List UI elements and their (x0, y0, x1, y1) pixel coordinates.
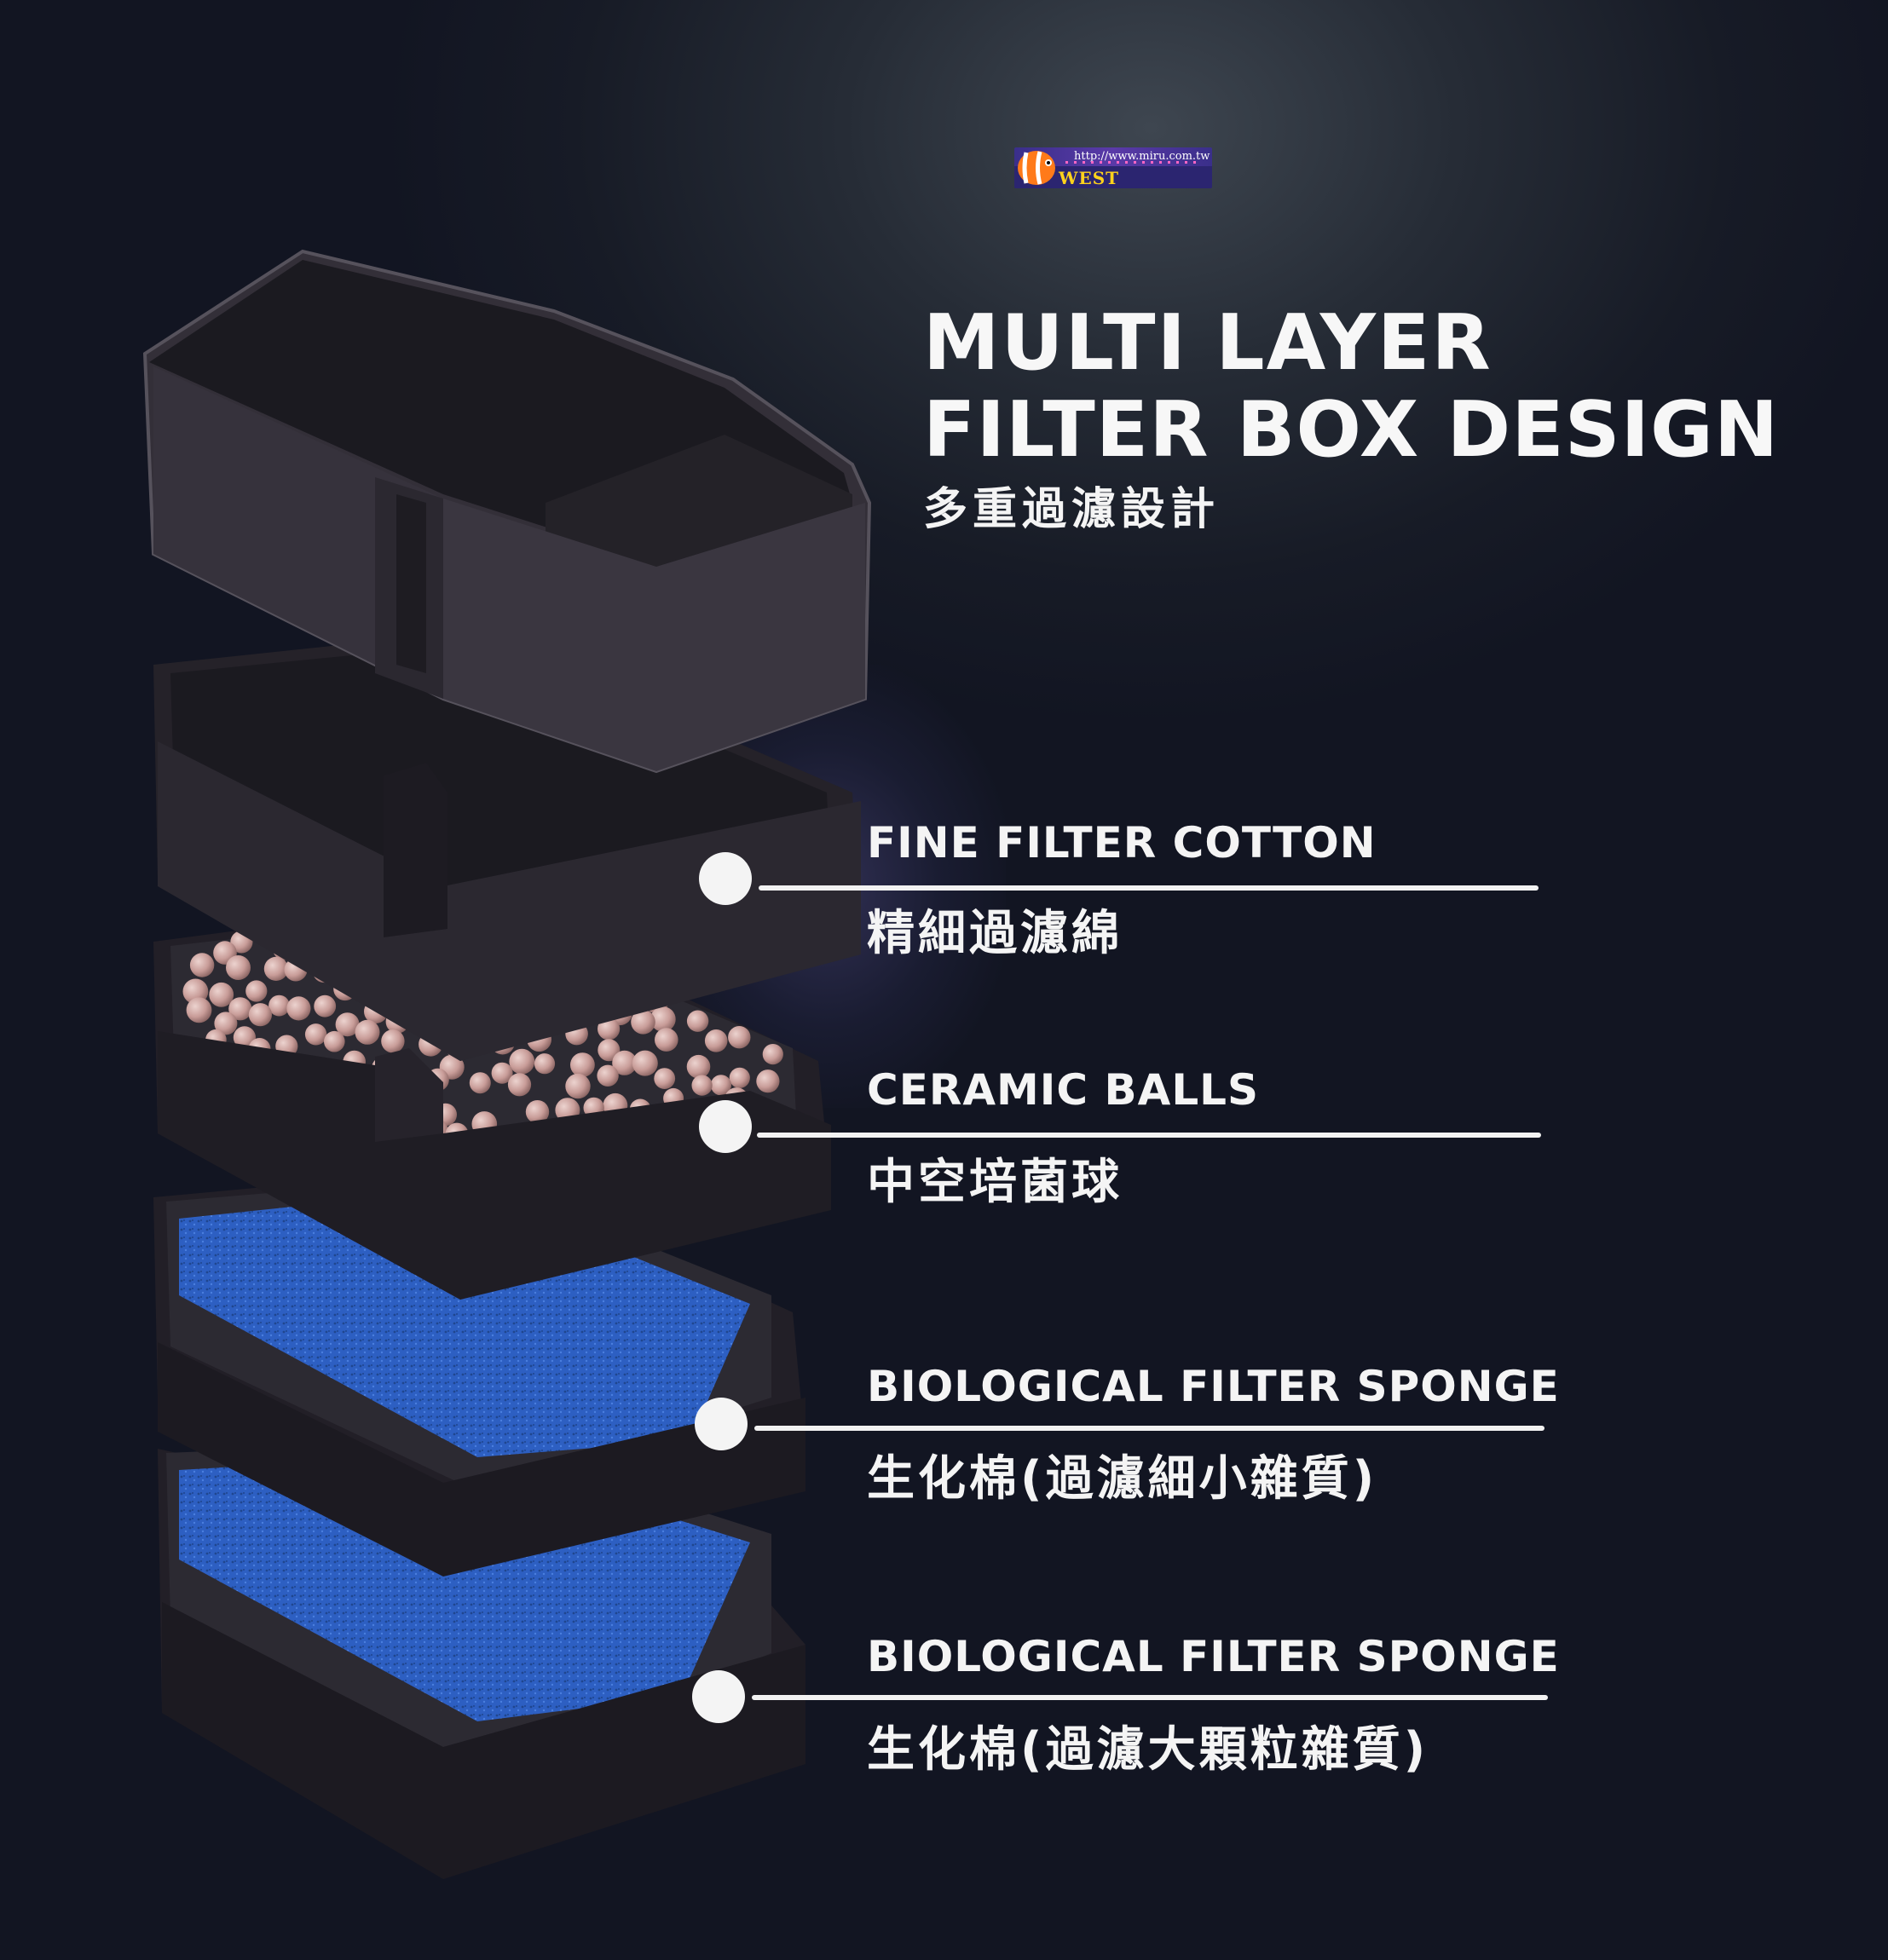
ceramic-ball (534, 1053, 556, 1075)
ceramic-ball (355, 1019, 380, 1045)
title-line-2: FILTER BOX DESIGN (923, 385, 1780, 475)
ceramic-ball (248, 1003, 272, 1027)
ceramic-ball (263, 956, 288, 981)
ceramic-ball (565, 1073, 591, 1099)
callout-dot-ceramic-balls (699, 1100, 752, 1153)
callout-line-fine-sponge (754, 1426, 1544, 1431)
layer-2-label-zh: 中空培菌球 (867, 1155, 1123, 1210)
callout-line-large-sponge (752, 1695, 1548, 1700)
ceramic-ball (381, 1029, 405, 1053)
clownfish-logo-icon (1018, 151, 1055, 185)
ceramic-ball (598, 1039, 621, 1062)
ceramic-ball (570, 1052, 595, 1077)
ceramic-ball (728, 1026, 751, 1049)
ceramic-ball (632, 1050, 658, 1076)
title-line-1: MULTI LAYER (923, 298, 1493, 388)
ceramic-ball (597, 1064, 619, 1087)
layer-4-label-zh: 生化棉(過濾大顆粒雜質) (867, 1722, 1429, 1778)
ceramic-ball (335, 1012, 360, 1037)
ceramic-ball (226, 955, 251, 980)
ceramic-ball (491, 1062, 513, 1084)
layer-2-label-en: CERAMIC BALLS (867, 1065, 1260, 1115)
ceramic-ball (286, 996, 311, 1021)
callout-line-fine-cotton (759, 885, 1539, 891)
ceramic-ball (631, 1010, 655, 1035)
layer-1-label-en: FINE FILTER COTTON (867, 818, 1377, 868)
filter-box-top-compartment (142, 249, 872, 774)
ceramic-ball (729, 1067, 750, 1088)
ceramic-ball (525, 1100, 550, 1124)
layer-3-label-en: BIOLOGICAL FILTER SPONGE (867, 1362, 1560, 1411)
ceramic-ball (691, 1075, 713, 1096)
title-subtitle-chinese: 多重過濾設計 (923, 484, 1221, 535)
ceramic-ball (245, 980, 268, 1002)
callout-line-ceramic-balls (757, 1133, 1541, 1138)
logo-name: WEST HIGHLAND (1059, 168, 1120, 188)
ceramic-ball (686, 1010, 709, 1032)
callout-dot-fine-sponge (695, 1398, 748, 1450)
ceramic-ball (228, 997, 252, 1021)
ceramic-ball (756, 1069, 780, 1093)
ceramic-ball (710, 1075, 732, 1096)
ceramic-ball (655, 1028, 678, 1052)
ceramic-ball (186, 997, 212, 1023)
ceramic-ball (314, 994, 337, 1017)
ceramic-ball (654, 1068, 676, 1089)
ceramic-ball (469, 1072, 491, 1094)
ceramic-ball (214, 1012, 238, 1035)
ceramic-ball (324, 1030, 345, 1052)
layer-1-label-zh: 精細過濾綿 (867, 906, 1123, 961)
ceramic-ball (233, 1026, 256, 1049)
ceramic-ball (268, 994, 290, 1017)
layer-4-label-en: BIOLOGICAL FILTER SPONGE (867, 1632, 1560, 1681)
logo-url: http://www.miru.com.tw (1074, 150, 1210, 163)
ceramic-ball (189, 953, 215, 977)
ceramic-ball (762, 1044, 783, 1065)
ceramic-ball (304, 1023, 327, 1046)
ceramic-ball (704, 1029, 728, 1052)
west-highland-logo: http://www.miru.com.tw WEST HIGHLAND (1014, 147, 1212, 188)
ceramic-ball (507, 1073, 532, 1097)
callout-dot-large-sponge (692, 1670, 745, 1723)
ceramic-ball (686, 1054, 711, 1079)
ceramic-ball (650, 1006, 676, 1032)
callout-dot-fine-cotton (699, 852, 752, 905)
ceramic-ball (598, 1017, 621, 1041)
ceramic-ball (509, 1048, 535, 1075)
ceramic-ball (209, 982, 234, 1007)
layer-3-label-zh: 生化棉(過濾細小雜質) (867, 1451, 1378, 1507)
ceramic-ball (612, 1050, 638, 1075)
